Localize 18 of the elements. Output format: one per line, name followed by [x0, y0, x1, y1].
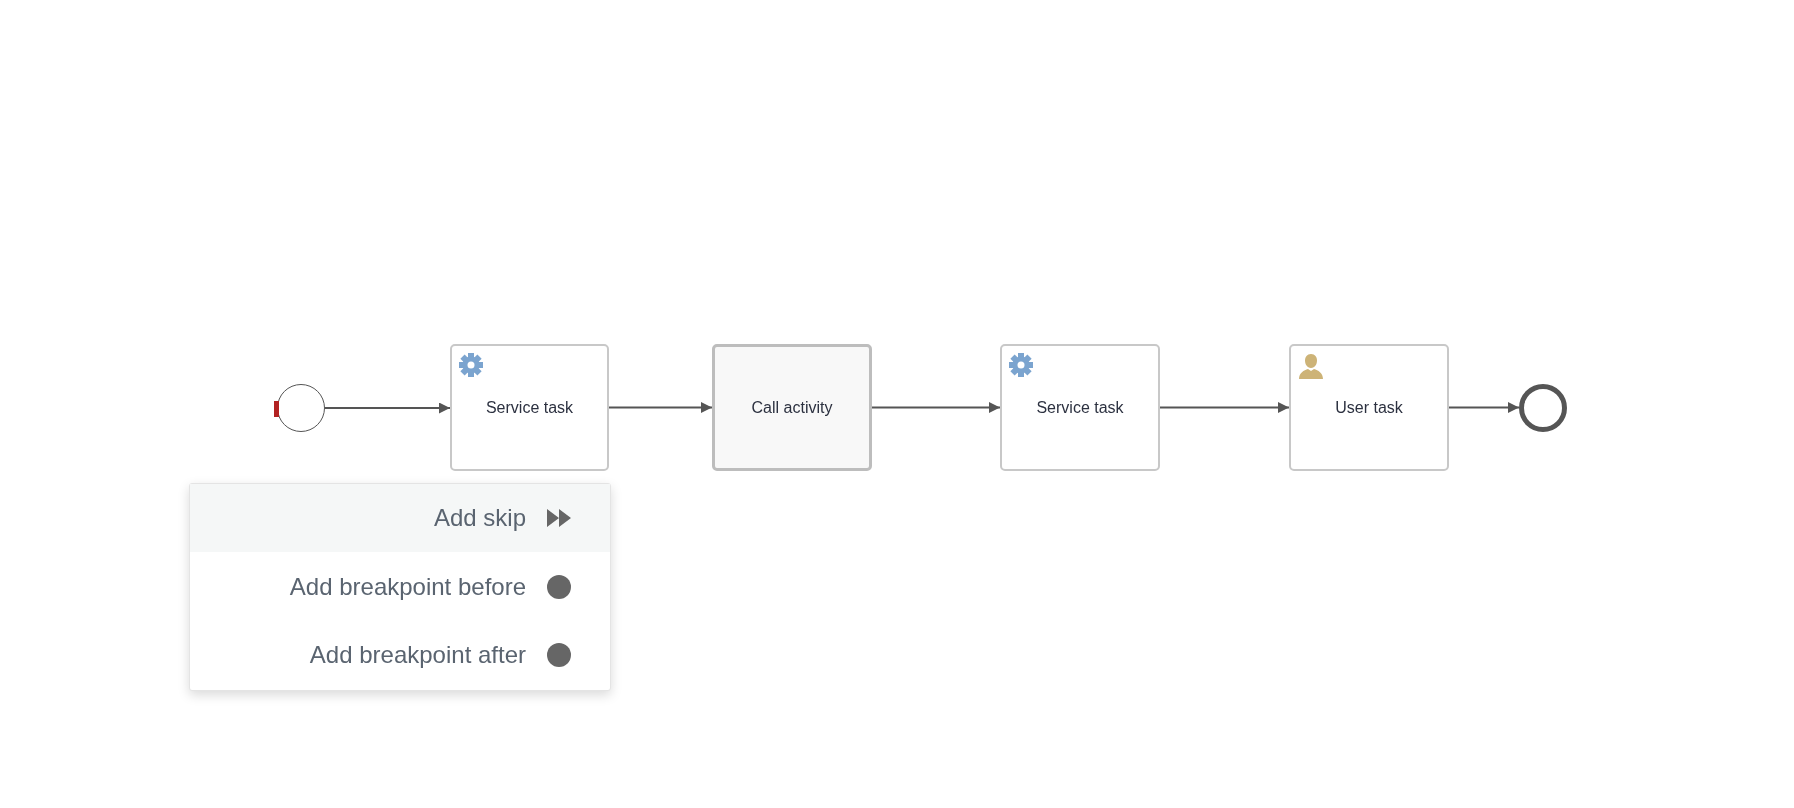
service-task-box: [450, 344, 609, 471]
sequence-flow-arrow: [324, 402, 451, 414]
task-label: Call activity: [751, 398, 833, 417]
sequence-flow-arrow: [608, 402, 713, 413]
end-event-circle: [1519, 384, 1567, 432]
menu-item: Add skip: [190, 484, 610, 552]
user-task-box: [1289, 344, 1449, 471]
menu-item: Add breakpoint before: [190, 552, 610, 621]
sequence-flow-arrow: [1159, 402, 1290, 413]
service-task-box: [1000, 344, 1160, 471]
task-label: Service task: [1036, 398, 1124, 417]
menu-item: Add breakpoint after: [190, 621, 610, 689]
call-activity-box: [712, 344, 872, 471]
task-label: Service task: [485, 398, 574, 417]
sequence-flow-arrow: [1448, 402, 1520, 413]
sequence-flow-arrow: [871, 402, 1001, 413]
start-event-circle: [277, 384, 325, 432]
task-label: User task: [1335, 398, 1403, 417]
